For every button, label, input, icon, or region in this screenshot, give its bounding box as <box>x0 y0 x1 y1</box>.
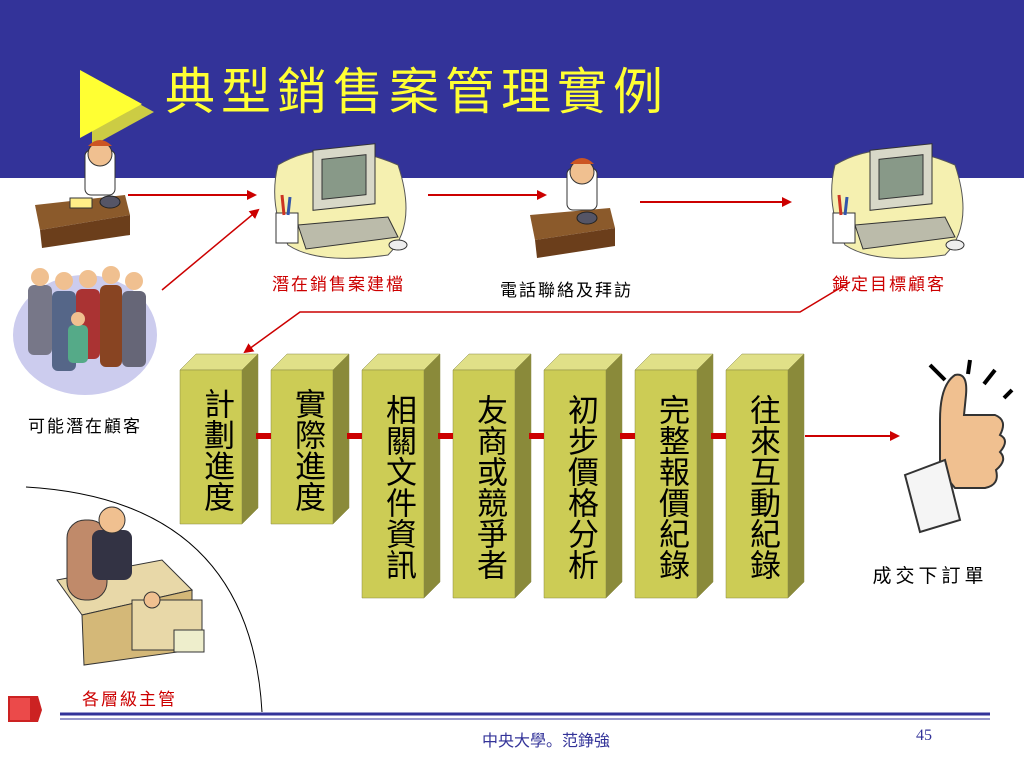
step-box <box>452 353 532 599</box>
step-label: 計劃進度 <box>198 388 234 512</box>
step-box <box>179 353 259 525</box>
step-box <box>725 353 805 599</box>
step-box <box>543 353 623 599</box>
label-target-customer: 鎖定目標顧客 <box>832 275 946 295</box>
desk-phone-person-icon <box>530 158 615 258</box>
step-box <box>270 353 350 525</box>
slide-title: 典型銷售案管理實例 <box>165 63 669 121</box>
play-triangle-icon <box>80 70 154 146</box>
step-box <box>361 353 441 599</box>
step-label: 友商或競爭者 <box>471 394 507 580</box>
arrow-crowd-to-computer <box>161 208 260 291</box>
page-number: 45 <box>916 727 932 744</box>
computer-icon <box>274 143 408 259</box>
label-outcome: 成交下訂單 <box>872 565 988 587</box>
title-banner <box>0 0 1024 178</box>
computer-icon <box>831 143 965 259</box>
thumbs-up-icon <box>903 359 1014 534</box>
step-label: 完整報價紀錄 <box>653 394 689 580</box>
step-label: 實際進度 <box>289 388 325 512</box>
footer-author: 中央大學。范錚強 <box>482 733 611 750</box>
executive-desk-icon <box>56 506 205 666</box>
step-label: 往來互動紀錄 <box>744 394 780 580</box>
step-label: 相關文件資訊 <box>380 394 416 580</box>
step-label: 初步價格分析 <box>562 394 598 580</box>
label-prospect: 可能潛在顧客 <box>28 417 142 437</box>
footer-tab-icon <box>8 696 42 722</box>
crowd-icon <box>13 266 157 395</box>
label-lead-registration: 潛在銷售案建檔 <box>272 275 405 295</box>
label-managers: 各層級主管 <box>82 690 177 710</box>
step-box <box>634 353 714 599</box>
arrow-return <box>243 281 851 354</box>
label-phone-visit: 電話聯絡及拜訪 <box>500 281 633 301</box>
desk-phone-person-icon <box>35 140 130 248</box>
